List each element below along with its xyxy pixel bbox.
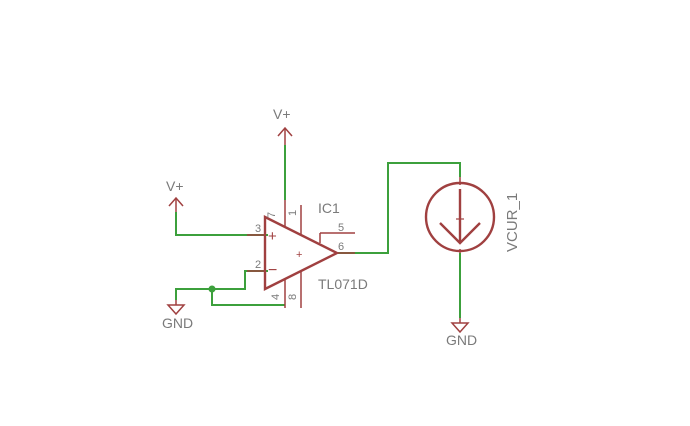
vplus-arrow-head: [277, 126, 293, 137]
wire-vplus-to-pin3[interactable]: [175, 212, 268, 236]
opamp-value-label: TL071D: [318, 276, 368, 292]
vplus-left-arrow-head: [168, 196, 184, 207]
pin-1-label: 1: [287, 210, 299, 216]
wire-output-to-source[interactable]: [338, 162, 461, 254]
vplus-supply-top[interactable]: V+: [273, 106, 293, 145]
opamp-minus-sign: −: [268, 262, 277, 279]
gnd-left-label: GND: [162, 315, 193, 331]
opamp-plus-sign: +: [268, 228, 277, 245]
vplus-supply-left[interactable]: V+: [166, 178, 184, 212]
source-label: VCUR_1: [504, 193, 521, 252]
vplus-top-label: V+: [273, 106, 291, 122]
wire-pin2-to-gnd[interactable]: [175, 270, 268, 300]
pin-6-label: 6: [338, 241, 344, 253]
gnd-symbol-right[interactable]: GND: [446, 318, 477, 348]
pin-2-label: 2: [255, 259, 261, 271]
pin-5-label: 5: [338, 222, 344, 234]
pin-7-label: 7: [266, 212, 278, 218]
current-source-vcur1[interactable]: VCUR_1: [424, 177, 521, 253]
vplus-left-label: V+: [166, 178, 184, 194]
opamp-center-mark: +: [296, 249, 302, 261]
source-arrow-head: [439, 222, 481, 245]
gnd-right-triangle: [450, 322, 470, 334]
pin-4-label: 4: [270, 294, 282, 300]
pin-3-label: 3: [255, 223, 261, 235]
gnd-symbol-left[interactable]: GND: [162, 300, 193, 331]
gnd-right-label: GND: [446, 332, 477, 348]
opamp-ref-label: IC1: [318, 200, 340, 216]
opamp-ic1[interactable]: + − + 7 1 3 2 5 6 4 8 IC1 TL071D: [247, 200, 368, 308]
gnd-left-triangle: [166, 304, 186, 316]
wire-gnd-to-pin4[interactable]: [211, 289, 285, 306]
wires: [175, 145, 461, 318]
pin-8-label: 8: [287, 294, 299, 300]
junction-dot: [208, 285, 216, 293]
